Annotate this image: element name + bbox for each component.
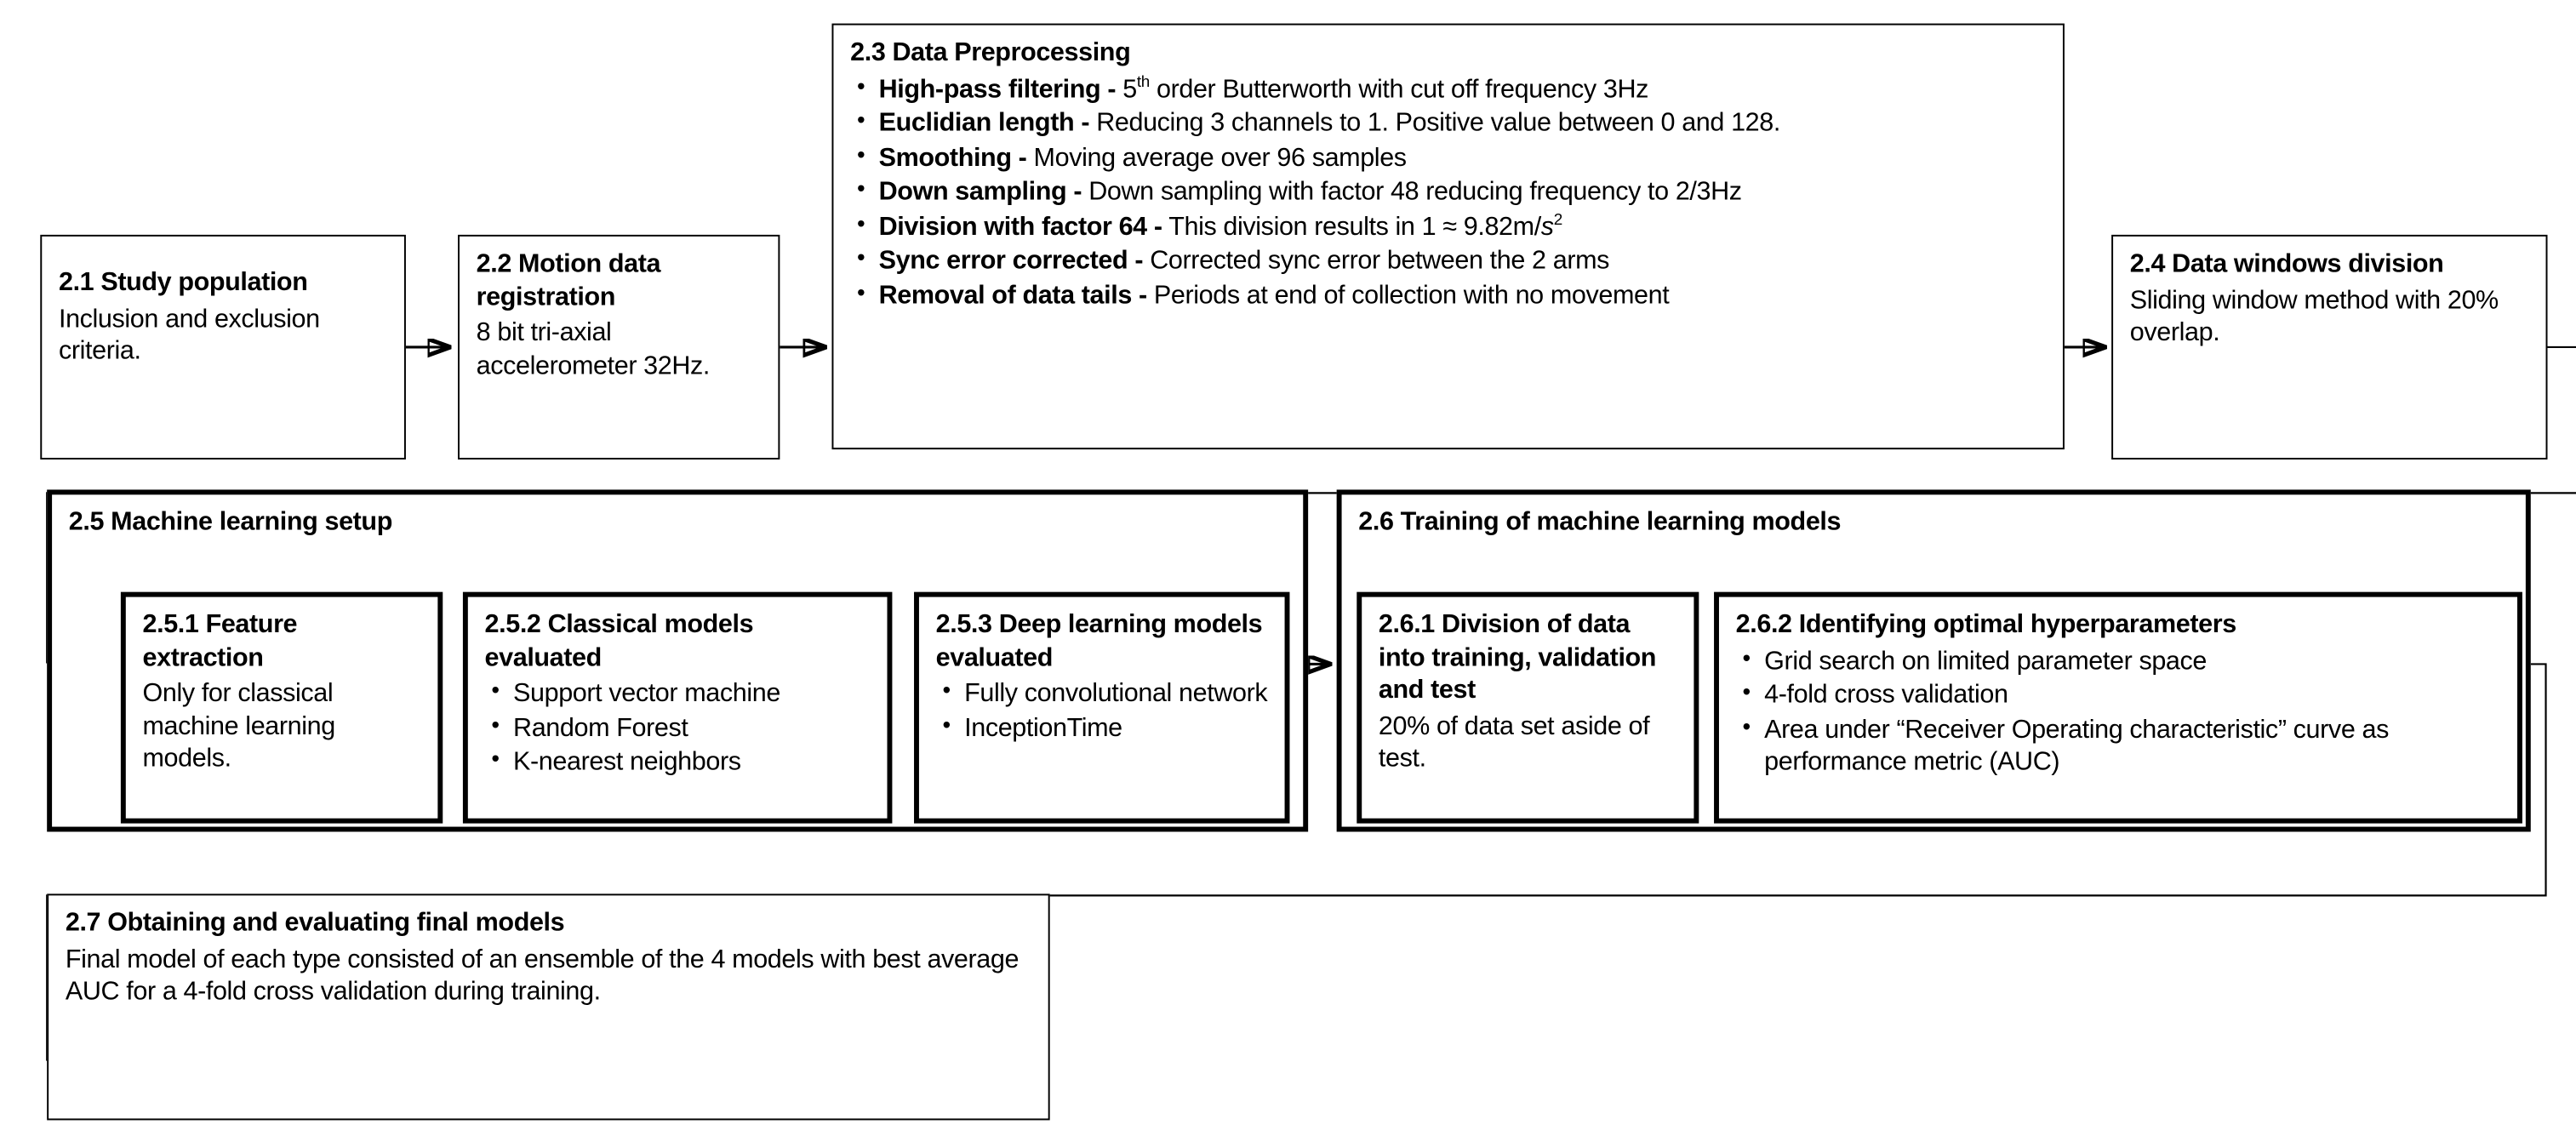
node-data-division-heading: 2.6.1 Division of data into training, va… <box>1378 610 1657 705</box>
node-feature-extraction-body: Only for classical machine learning mode… <box>142 679 336 774</box>
node-data-preprocessing-heading: 2.3 Data Preprocessing <box>850 38 1131 67</box>
node-deep-learning-models-heading: 2.5.3 Deep learning models evaluated <box>935 610 1263 672</box>
ordinal-superscript: th <box>1136 72 1150 92</box>
node-motion-data-registration-heading: 2.2 Motion data registration <box>476 249 661 311</box>
node-machine-learning-setup-heading: 2.5 Machine learning setup <box>68 508 393 537</box>
node-study-population[interactable]: 2.1 Study population Inclusion and exclu… <box>40 234 406 460</box>
preprocessing-item-term: Division with factor 64 - <box>878 212 1162 241</box>
preprocessing-item-term: Smoothing - <box>878 143 1027 173</box>
node-deep-learning-models[interactable]: 2.5.3 Deep learning models evaluated Ful… <box>914 591 1290 824</box>
preprocessing-item: Euclidian length - Reducing 3 channels t… <box>850 106 2048 140</box>
node-hyperparameters-heading: 2.6.2 Identifying optimal hyperparameter… <box>1735 610 2237 639</box>
node-final-models-heading: 2.7 Obtaining and evaluating final model… <box>65 909 565 938</box>
deep-learning-model-item: Fully convolutional network <box>936 676 1270 710</box>
deep-learning-models-bullet-list: Fully convolutional networkInceptionTime <box>936 676 1270 745</box>
preprocessing-item-term: Sync error corrected - <box>878 246 1144 276</box>
hyperparameter-item: 4-fold cross validation <box>1736 677 2503 711</box>
node-study-population-heading: 2.1 Study population <box>58 268 308 297</box>
classical-models-bullet-list: Support vector machineRandom ForestK-nea… <box>485 676 872 779</box>
preprocessing-item: Sync error corrected - Corrected sync er… <box>850 243 2048 277</box>
node-classical-models-heading: 2.5.2 Classical models evaluated <box>484 610 754 672</box>
preprocessing-item-term: Down sampling - <box>878 178 1082 207</box>
node-hyperparameters[interactable]: 2.6.2 Identifying optimal hyperparameter… <box>1714 591 2522 824</box>
node-data-windows-division-heading: 2.4 Data windows division <box>2129 249 2444 279</box>
preprocessing-item: Down sampling - Down sampling with facto… <box>850 174 2048 208</box>
node-data-windows-division[interactable]: 2.4 Data windows division Sliding window… <box>2111 234 2548 460</box>
node-study-population-body: Inclusion and exclusion criteria. <box>58 304 320 366</box>
hyperparameter-item: Grid search on limited parameter space <box>1736 643 2503 677</box>
node-data-division-body: 20% of data set aside of test. <box>1378 711 1650 774</box>
preprocessing-item: Smoothing - Moving average over 96 sampl… <box>850 140 2048 174</box>
math-variable-s: s <box>1540 212 1554 241</box>
node-feature-extraction-heading: 2.5.1 Feature extraction <box>142 610 298 672</box>
math-exponent-2: 2 <box>1553 210 1563 229</box>
node-feature-extraction[interactable]: 2.5.1 Feature extraction Only for classi… <box>120 591 443 824</box>
node-data-division[interactable]: 2.6.1 Division of data into training, va… <box>1357 591 1699 824</box>
node-training-models-heading: 2.6 Training of machine learning models <box>1358 508 1842 537</box>
node-data-windows-division-body: Sliding window method with 20% overlap. <box>2129 286 2499 347</box>
classical-model-item: Support vector machine <box>485 676 872 710</box>
classical-model-item: Random Forest <box>485 711 872 745</box>
classical-model-item: K-nearest neighbors <box>485 745 872 779</box>
deep-learning-model-item: InceptionTime <box>936 711 1270 745</box>
node-motion-data-registration-body: 8 bit tri-axial accelerometer 32Hz. <box>476 318 711 380</box>
preprocessing-item: Division with factor 64 - This division … <box>850 209 2048 243</box>
node-classical-models[interactable]: 2.5.2 Classical models evaluated Support… <box>462 591 893 824</box>
preprocessing-item-term: Removal of data tails - <box>878 281 1148 310</box>
node-motion-data-registration[interactable]: 2.2 Motion data registration 8 bit tri-a… <box>458 234 780 460</box>
preprocessing-bullet-list: High-pass filtering - 5th order Butterwo… <box>850 71 2048 312</box>
preprocessing-item: High-pass filtering - 5th order Butterwo… <box>850 71 2048 106</box>
preprocessing-item: Removal of data tails - Periods at end o… <box>850 277 2048 311</box>
hyperparameters-bullet-list: Grid search on limited parameter space4-… <box>1736 643 2503 779</box>
node-final-models-body: Final model of each type consisted of an… <box>65 945 1020 1007</box>
hyperparameter-item: Area under “Receiver Operating character… <box>1736 712 2503 779</box>
preprocessing-item-term: Euclidian length - <box>878 109 1090 138</box>
preprocessing-item-term: High-pass filtering - <box>878 74 1117 104</box>
node-data-preprocessing[interactable]: 2.3 Data Preprocessing High-pass filteri… <box>831 23 2065 450</box>
node-final-models[interactable]: 2.7 Obtaining and evaluating final model… <box>47 893 1050 1121</box>
